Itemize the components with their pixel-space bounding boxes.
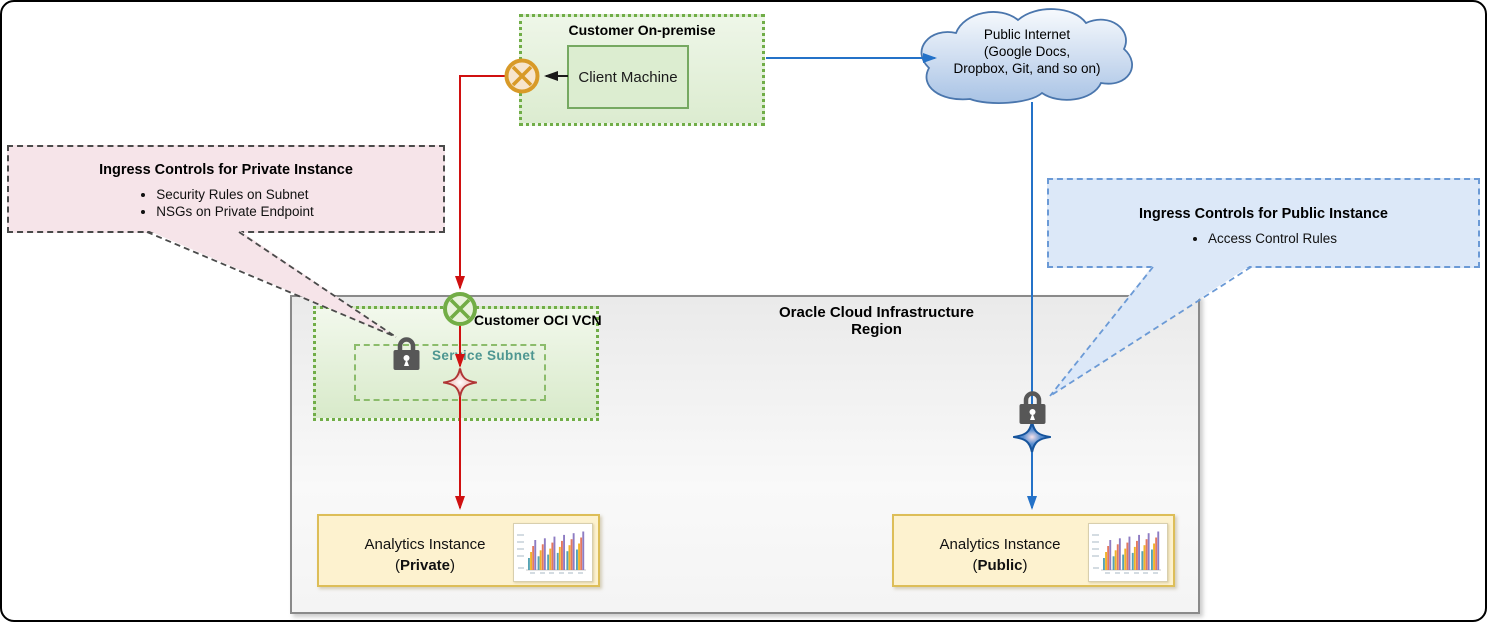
callout-public-list: Access Control Rules	[1190, 231, 1337, 246]
analytics-instance-private-label: Analytics Instance (Private)	[331, 534, 519, 576]
customer-onpremise-title: Customer On-premise	[568, 22, 716, 38]
callout-private-title: Ingress Controls for Private Instance	[99, 162, 353, 178]
instance-name: (Public)	[972, 557, 1028, 574]
customer-oci-vcn-title: Customer OCI VCN	[474, 312, 602, 328]
ingress-controls-public-callout: Ingress Controls for Public Instance Acc…	[1047, 178, 1480, 268]
callout-private-list: Security Rules on Subnet NSGs on Private…	[138, 187, 314, 219]
callout-public-title: Ingress Controls for Public Instance	[1139, 206, 1388, 222]
public-internet-label: Public Internet (Google Docs, Dropbox, G…	[953, 27, 1101, 76]
ingress-controls-private-callout: Ingress Controls for Private Instance Se…	[7, 145, 445, 233]
service-subnet-box	[354, 344, 546, 401]
instance-title: Analytics Instance	[364, 536, 486, 553]
instance-title: Analytics Instance	[939, 536, 1061, 553]
callout-public-bullet: Access Control Rules	[1208, 231, 1337, 246]
callout-private-bullet: Security Rules on Subnet	[156, 187, 314, 202]
bar-chart-icon	[513, 523, 593, 582]
oci-region-title: Oracle Cloud Infrastructure Region	[778, 304, 975, 338]
bar-chart-icon	[1088, 523, 1168, 582]
analytics-instance-private-box: Analytics Instance (Private)	[317, 514, 600, 587]
instance-name: (Private)	[394, 557, 456, 574]
analytics-instance-public-label: Analytics Instance (Public)	[906, 534, 1094, 576]
callout-private-bullet: NSGs on Private Endpoint	[156, 204, 314, 219]
analytics-instance-public-box: Analytics Instance (Public)	[892, 514, 1175, 587]
private-flow-line-1	[455, 75, 507, 290]
client-machine-box: Client Machine	[567, 45, 689, 109]
client-machine-label: Client Machine	[578, 68, 678, 86]
service-subnet-label: Service Subnet	[432, 348, 536, 363]
